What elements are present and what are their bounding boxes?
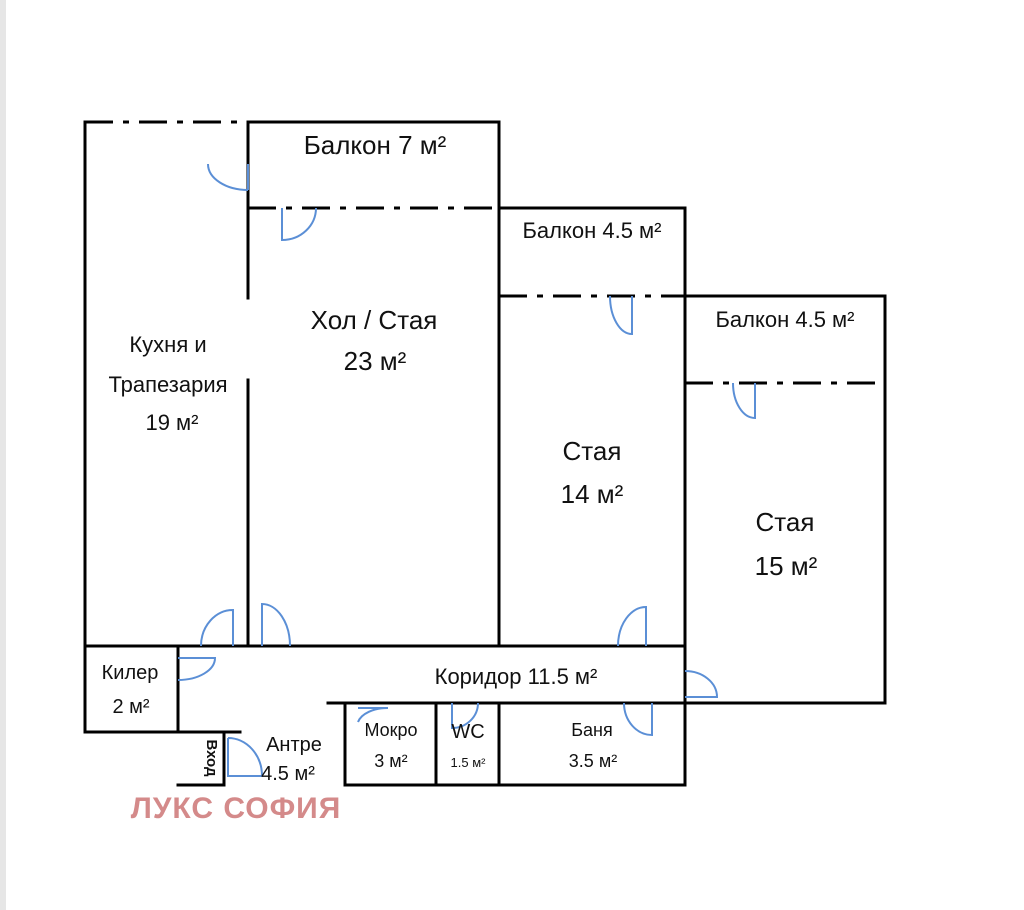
bath-area: 3.5 м² [569,751,617,771]
balcony-mid-label: Балкон 4.5 м² [522,218,661,243]
living-area: 23 м² [344,346,407,376]
kitchen-label-line2: Трапезария [108,372,227,397]
bath-label: Баня [571,720,613,740]
door-kitchen-balcony [207,163,249,191]
kitchen-label-line1: Кухня и [129,332,206,357]
entry-label: Вход [203,739,220,777]
door-wc [451,702,479,730]
balcony-right-label: Балкон 4.5 м² [715,307,854,332]
hall-label: Антре [266,734,322,756]
balcony-top-label: Балкон 7 м² [304,130,447,160]
kitchen-area: 19 м² [145,410,198,435]
wc-area: 1.5 м² [451,755,487,770]
door-living-balcony [281,207,317,242]
room-right-label: Стая [756,507,815,537]
doors [177,163,756,777]
door-entry [227,737,264,777]
door-kitchen-corridor [200,608,234,647]
wet-area: 3 м² [374,751,407,771]
hall-area: 4.5 м² [261,763,315,785]
wet-label: Мокро [364,720,417,740]
door-room-right-balcony [732,382,756,420]
corridor-label: Коридор 11.5 м² [435,664,598,689]
pantry-label: Килер [102,662,159,684]
walls [83,120,887,787]
door-bath [623,702,653,737]
living-label: Хол / Стая [311,305,438,335]
door-room-right-corridor [684,670,719,698]
door-pantry [177,657,217,681]
room-mid-label: Стая [563,436,622,466]
pantry-area: 2 м² [112,696,149,718]
door-room-mid-balcony [609,295,633,336]
watermark-text: ЛУКС СОФИЯ [131,792,342,825]
page-edge [0,0,6,910]
wc-label: WC [451,721,484,743]
door-living-corridor [261,602,291,647]
room-right-area: 15 м² [755,551,818,581]
door-wet [357,706,389,723]
room-mid-area: 14 м² [561,479,624,509]
door-room-mid-corridor [617,605,647,647]
